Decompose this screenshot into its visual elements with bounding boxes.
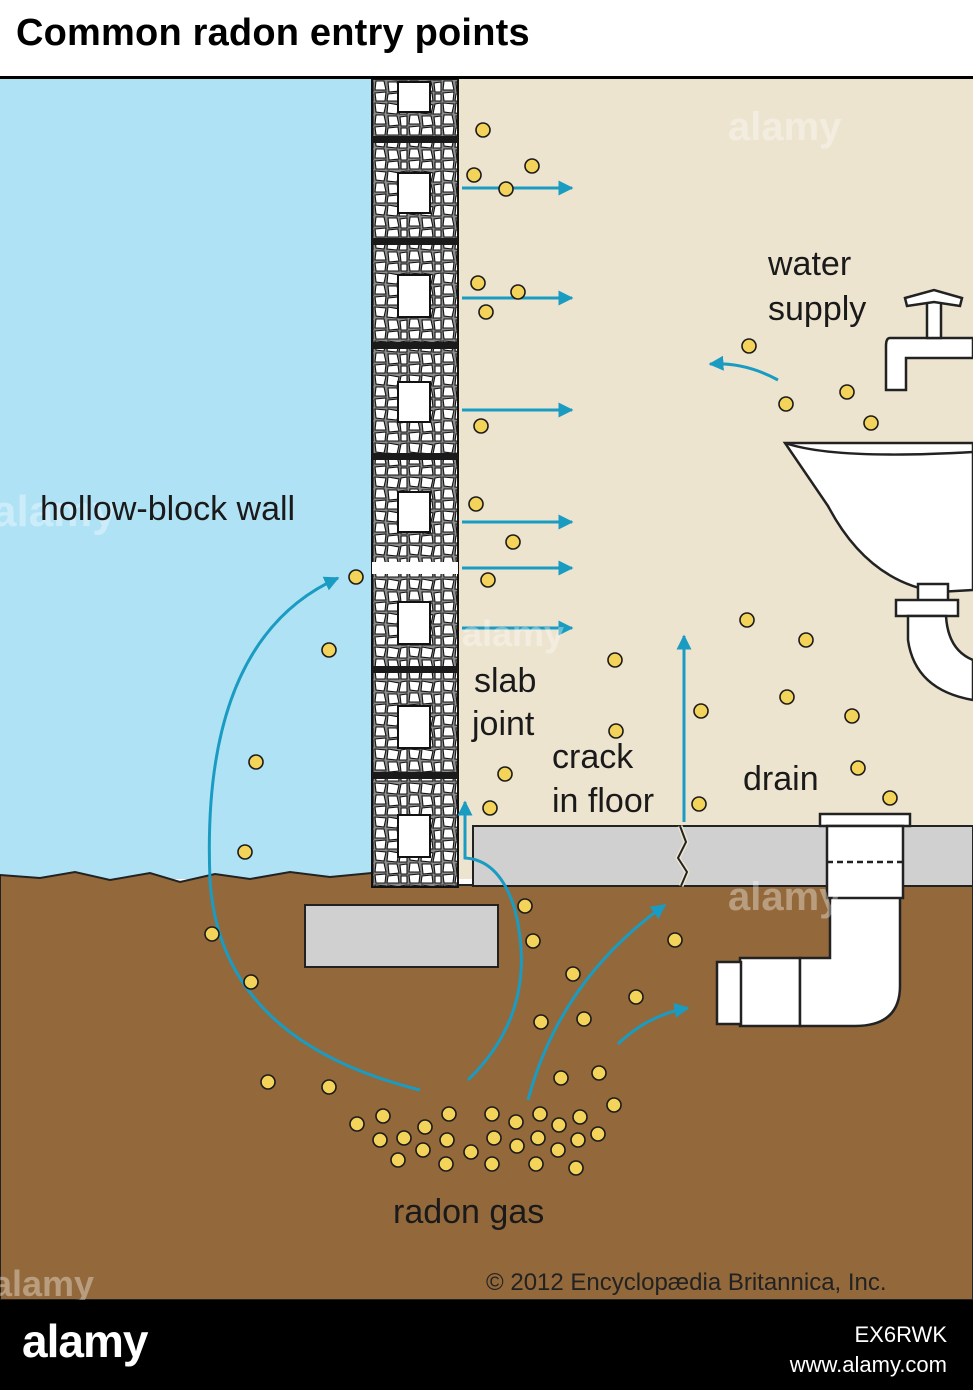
label-crack-in-floor-line2: in floor (552, 782, 654, 820)
title-rule (0, 76, 973, 79)
faucet (884, 288, 973, 392)
label-crack-in-floor-line1: crack (552, 738, 634, 776)
radon-flow-arrows (207, 180, 779, 1101)
hollow-block-wall (371, 79, 459, 888)
svg-text:alamy: alamy (0, 487, 117, 536)
label-water-supply-line2: supply (768, 290, 866, 328)
label-slab-joint-line1: slab (474, 662, 536, 700)
label-radon-gas: radon gas (393, 1193, 544, 1231)
page-title: Common radon entry points (16, 12, 530, 54)
label-drain: drain (743, 760, 819, 798)
drain-pipe (715, 812, 912, 1028)
sink (782, 441, 973, 702)
outside-area (0, 79, 372, 879)
radon-particles (204, 122, 898, 1176)
radon-diagram: alamy alamy alamy alamy alamy hollow-blo… (0, 79, 973, 1300)
svg-text:alamy: alamy (728, 105, 842, 149)
footing (304, 904, 499, 968)
image-id: EX6RWK (854, 1322, 947, 1347)
copyright: © 2012 Encyclopædia Britannica, Inc. (486, 1269, 887, 1296)
watermarks: alamy alamy alamy alamy alamy (0, 105, 842, 1300)
svg-text:alamy: alamy (462, 613, 564, 654)
svg-text:alamy: alamy (0, 1263, 94, 1300)
label-slab-joint-line2: joint (471, 705, 535, 743)
label-hollow-block-wall: hollow-block wall (40, 490, 295, 528)
alamy-logo: alamy (22, 1315, 148, 1367)
footer-bar: alamy EX6RWK www.alamy.com (0, 1300, 973, 1390)
svg-text:alamy: alamy (728, 875, 842, 919)
label-water-supply-line1: water (767, 245, 851, 283)
site-url: www.alamy.com (789, 1352, 947, 1377)
